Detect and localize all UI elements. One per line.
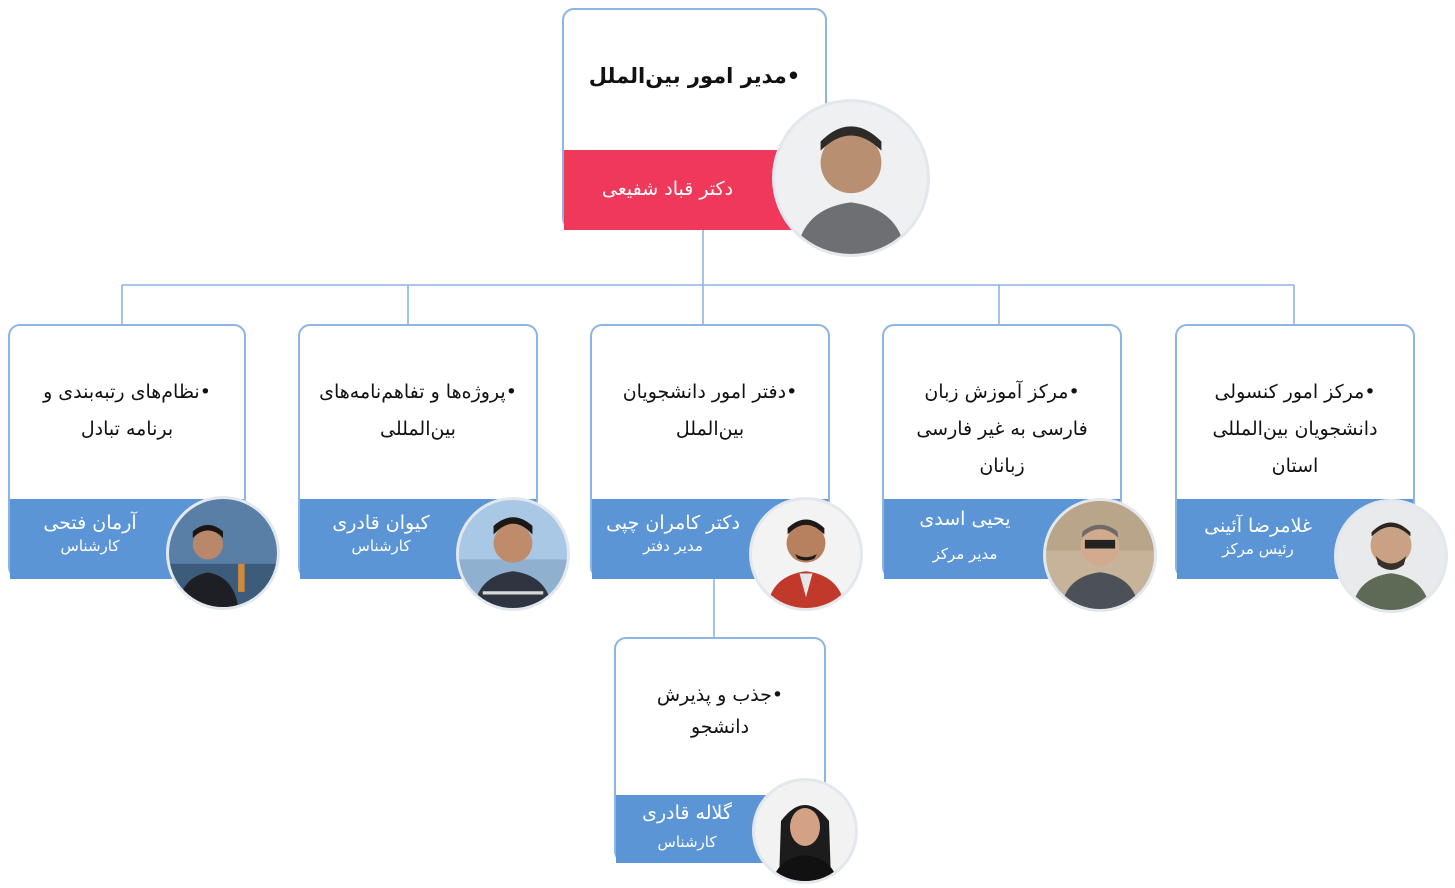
unit-node-rankings: •نظام‌های رتبه‌بندی و برنامه تبادل آرمان… <box>8 324 246 579</box>
head-title: •مدیر امور بین‌الملل <box>588 64 801 88</box>
admission-avatar <box>752 778 858 884</box>
unit-name: آرمان فتحی <box>43 512 137 534</box>
unit-name: غلامرضا آئینی <box>1204 515 1312 537</box>
unit-title: •مرکز آموزش زبان فارسی به غیر فارسی زبان… <box>916 381 1088 477</box>
unit-name: یحیی اسدی <box>919 508 1011 530</box>
unit-title: •پروژه‌ها و تفاهم‌نامه‌های بین‌المللی <box>319 381 517 440</box>
sub-unit-title: •جذب و پذیرش دانشجو <box>656 684 784 738</box>
unit-name: کیوان قادری <box>332 512 430 534</box>
unit-role: رئیس مرکز <box>1222 540 1294 558</box>
unit-title: •مرکز امور کنسولی دانشجویان بین‌المللی ا… <box>1212 381 1378 477</box>
unit-role: مدیر مرکز <box>932 545 998 563</box>
rankings-avatar <box>166 496 280 610</box>
sub-unit-role: کارشناس <box>657 833 717 851</box>
unit-title: •نظام‌های رتبه‌بندی و برنامه تبادل <box>43 381 211 440</box>
consular-avatar <box>1334 499 1448 613</box>
sub-unit-name: گلاله قادری <box>642 802 732 824</box>
unit-role: کارشناس <box>351 537 411 555</box>
unit-role: کارشناس <box>60 537 120 555</box>
language-center-avatar <box>1043 498 1157 612</box>
head-avatar <box>772 99 930 257</box>
unit-role: مدیر دفتر <box>643 537 703 555</box>
unit-title: •دفتر امور دانشجویان بین‌الملل <box>622 381 798 440</box>
unit-name: دکتر کامران چپی <box>606 512 740 534</box>
head-name: دکتر قباد شفیعی <box>601 178 734 200</box>
students-office-avatar <box>749 497 863 611</box>
projects-avatar <box>456 497 570 611</box>
